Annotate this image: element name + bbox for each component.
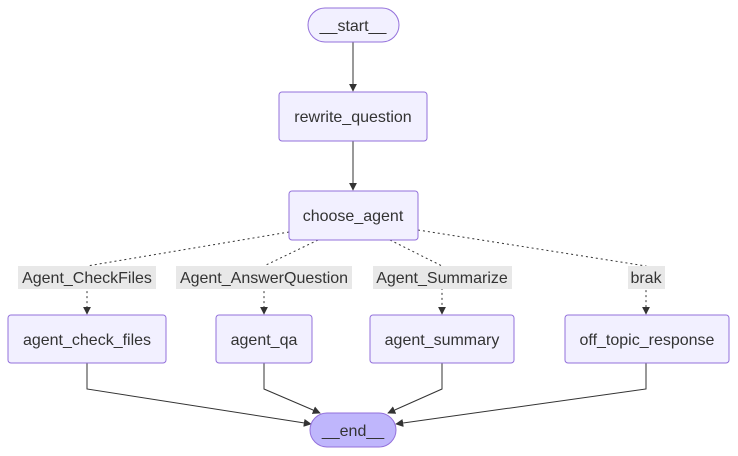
node-off-topic-response[interactable]: off_topic_response [564,314,730,364]
node-agent-check-files[interactable]: agent_check_files [7,314,167,364]
node-rewrite-question[interactable]: rewrite_question [278,91,428,142]
node-start-label: __start__ [319,18,388,35]
edge-label-agent-answer-question-text: Agent_AnswerQuestion [180,270,348,287]
node-agent-summary[interactable]: agent_summary [369,314,515,364]
nodes-layer: __start__ rewrite_question choose_agent … [7,7,730,448]
node-agent-check-files-label: agent_check_files [23,332,151,349]
edge-label-agent-check-files: Agent_CheckFiles [18,266,156,289]
node-agent-summary-label: agent_summary [385,332,500,349]
edge-choose-agent-to-agent-check-files [83,231,290,315]
edge-agent-check-files-to-end [86,363,312,427]
node-off-topic-response-label: off_topic_response [580,332,715,349]
edge-label-brak: brak [628,266,665,289]
node-end-label: __end__ [321,423,385,440]
edge-agent-summary-to-end [387,363,443,414]
edge-labels-layer: Agent_CheckFiles Agent_AnswerQuestion Ag… [18,266,665,289]
node-agent-qa[interactable]: agent_qa [215,314,313,364]
edge-off-topic-response-to-end [395,363,647,427]
edge-label-agent-summarize-text: Agent_Summarize [376,270,508,287]
node-rewrite-question-label: rewrite_question [294,109,411,126]
edge-label-agent-check-files-text: Agent_CheckFiles [22,270,152,287]
node-choose-agent[interactable]: choose_agent [288,190,419,241]
edge-agent-qa-to-end [263,363,321,414]
node-agent-qa-label: agent_qa [231,332,298,349]
node-end[interactable]: __end__ [309,412,397,448]
edge-label-brak-text: brak [630,270,662,287]
edge-label-agent-summarize: Agent_Summarize [373,266,512,289]
node-start[interactable]: __start__ [307,7,400,43]
edge-choose-agent-to-agent-summary [389,239,446,315]
node-choose-agent-label: choose_agent [303,208,404,225]
edge-choose-agent-to-agent-qa [260,239,319,315]
edge-label-agent-answer-question: Agent_AnswerQuestion [176,266,352,289]
